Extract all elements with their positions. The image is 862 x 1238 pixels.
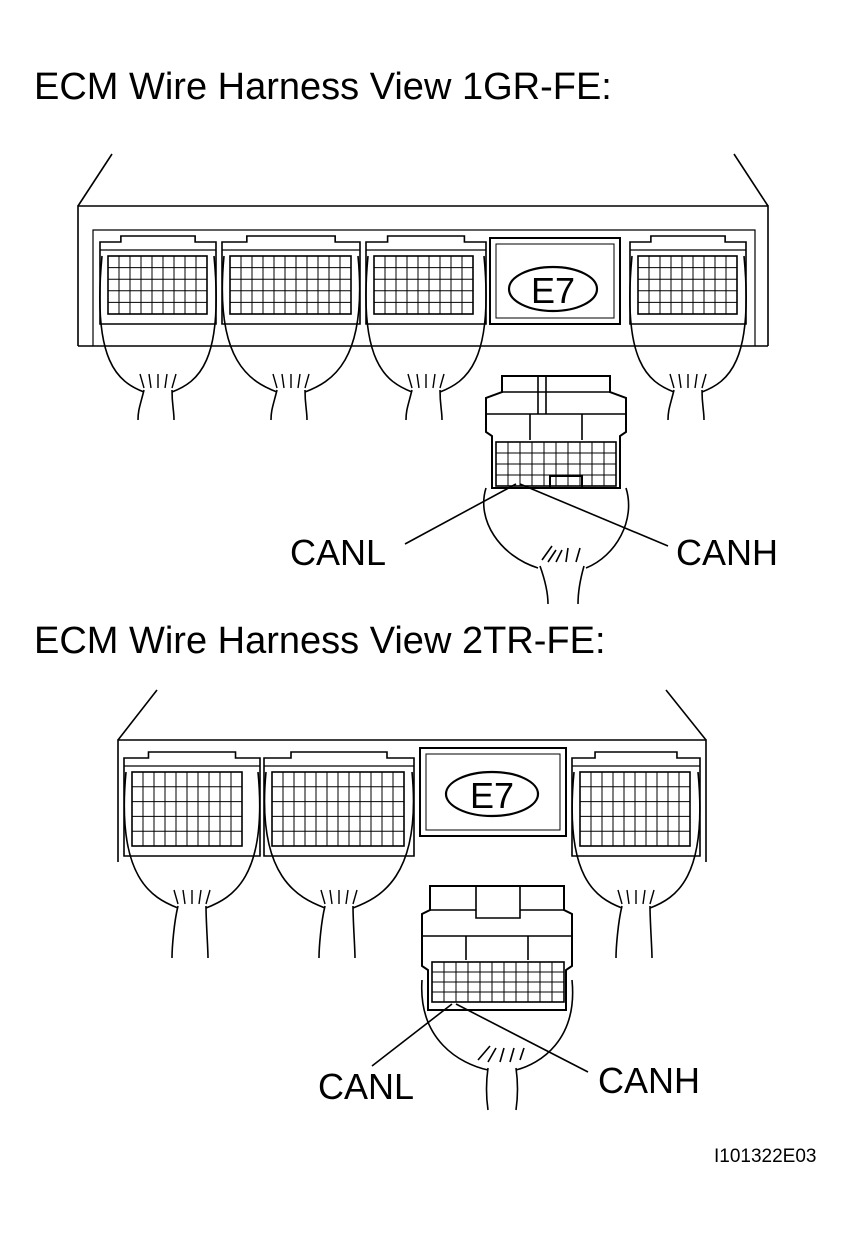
e7-plug-cells-2tr-fe — [431, 961, 565, 1003]
ecm-connector-a-1gr-fe — [99, 235, 217, 421]
e7-label-1gr-fe: E7 — [531, 270, 575, 311]
canh-label-2tr-fe: CANH — [598, 1060, 700, 1101]
view-1gr-fe-title: ECM Wire Harness View 1GR-FE: — [34, 66, 612, 108]
ecm-unit-2tr-fe — [117, 689, 707, 862]
canl-label-1gr-fe: CANL — [290, 532, 386, 573]
e7-connector-window-1gr-fe: E7 — [489, 237, 621, 325]
e7-plug-pin-grid-2tr-fe — [431, 961, 565, 1003]
e7-plug-pin-grid-1gr-fe — [495, 441, 617, 487]
canh-label-1gr-fe: CANH — [676, 532, 778, 573]
pin-leaders-2tr-fe — [371, 1003, 589, 1073]
figure-id: I101322E03 — [714, 1146, 817, 1167]
ecm-connector-c-1gr-fe — [365, 235, 487, 421]
e7-plug-2tr-fe — [421, 885, 574, 1111]
ecm-connectors-2tr-fe — [123, 751, 701, 959]
e7-plug-cells-1gr-fe — [495, 441, 617, 487]
ecm-unit-1gr-fe — [77, 153, 769, 347]
ecm-connector-b-2tr-fe — [263, 751, 415, 959]
ecm-connector-a-2tr-fe — [123, 751, 261, 959]
ecm-connector-c-2tr-fe — [571, 751, 701, 959]
ecm-connector-b-1gr-fe — [221, 235, 361, 421]
ecm-connector-d-1gr-fe — [629, 235, 747, 421]
ecm-connector-b-1gr-fe-pins — [229, 255, 352, 315]
view-2tr-fe-title: ECM Wire Harness View 2TR-FE: — [34, 620, 606, 662]
e7-plug-1gr-fe — [482, 375, 630, 605]
ecm-connector-b-2tr-fe-pins — [271, 771, 405, 847]
ecm-connectors-1gr-fe — [99, 235, 747, 421]
ecm-connector-c-2tr-fe-pins — [579, 771, 691, 847]
ecm-connector-d-1gr-fe-pins — [637, 255, 738, 315]
e7-connector-window-2tr-fe: E7 — [419, 747, 567, 837]
ecm-connector-c-1gr-fe-pins — [373, 255, 474, 315]
e7-label-2tr-fe: E7 — [470, 775, 514, 816]
canl-label-2tr-fe: CANL — [318, 1066, 414, 1107]
pin-leaders-1gr-fe — [404, 483, 669, 547]
ecm-connector-a-2tr-fe-pins — [131, 771, 243, 847]
ecm-connector-a-1gr-fe-pins — [107, 255, 208, 315]
